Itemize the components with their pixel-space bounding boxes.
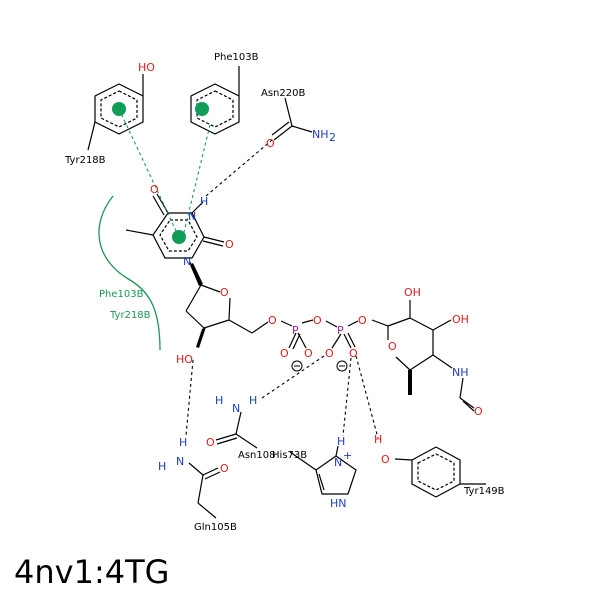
atom-ho-3prime: HO (176, 353, 193, 366)
atom-o-pa2: O (304, 347, 313, 360)
hbond-his73 (342, 357, 352, 437)
residue-label-asn220: Asn220B (261, 88, 305, 99)
atom-h-his73: H (337, 435, 345, 448)
atom-h-asn108-b: H (249, 394, 257, 407)
atom-n-asn108: N (232, 402, 240, 415)
atom-o-c2: O (225, 238, 234, 251)
hbond-asn220 (205, 139, 273, 197)
hydrophobic-label-tyr218: Tyr218B (109, 310, 151, 321)
atom-h-asn108-a: H (215, 394, 223, 407)
atom-n-gln105: N (176, 455, 184, 468)
residue-label-his73: His73B (272, 450, 307, 461)
atom-oh-c2: OH (404, 286, 421, 299)
residue-label-tyr149: Tyr149B (463, 486, 505, 497)
hydrophobic-contact-arc (98, 195, 161, 351)
hbond-gln105 (185, 359, 194, 437)
atom-o-asn108: O (206, 436, 215, 449)
atom-o-glycosidic: O (358, 314, 367, 327)
atom-n3: N (188, 210, 196, 223)
atom-nh-formyl: NH (452, 366, 469, 379)
atom-h-gln105: H (179, 436, 187, 449)
atom-oh-tyr218: HO (138, 61, 155, 74)
atom-plus-charge: + (343, 449, 352, 462)
atom-hn-his73: HN (330, 497, 347, 510)
diphosphate (280, 319, 389, 350)
pi-stack-phe103 (183, 124, 211, 233)
gln105-sidechain (188, 462, 221, 519)
atom-p-beta: P (337, 324, 344, 337)
atom-n-his73: N (334, 456, 342, 469)
atom-h-n3: H (200, 195, 208, 208)
residue-label-asn108: Asn108 (238, 450, 275, 461)
tyr218-ring (87, 74, 144, 151)
atom-o-pb2: O (349, 347, 358, 360)
atom-oh-c3: OH (452, 313, 469, 326)
atom-o-5prime: O (268, 314, 277, 327)
atom-o-asn220: O (266, 137, 275, 150)
negative-charge-markers (291, 360, 348, 372)
thymine-ring (125, 193, 225, 259)
hexose-ring (387, 300, 475, 412)
residue-label-phe103: Phe103B (214, 52, 259, 63)
residue-label-tyr218: Tyr218B (64, 155, 106, 166)
atom-h-tyr149: H (374, 433, 382, 446)
hbond-asn108 (261, 355, 325, 399)
atom-o-pb1: O (325, 347, 334, 360)
asn108-sidechain (215, 411, 258, 449)
pi-center-marker (195, 102, 209, 116)
atom-nh-asn220: NH (312, 128, 329, 141)
atom-o-gln105: O (220, 462, 229, 475)
atom-hn-gln105-h: H (158, 460, 166, 473)
atom-p-alpha: P (292, 324, 299, 337)
atom-o-formyl: O (474, 405, 483, 418)
tyr149-ring (394, 446, 486, 498)
his73-ring (289, 445, 357, 495)
atom-h2-subscript: 2 (329, 131, 336, 144)
diagram-title: 4nv1:4TG (14, 553, 169, 591)
atom-o-pa1: O (280, 347, 289, 360)
pi-stack-tyr218 (118, 108, 180, 238)
atom-o-hexose-ring: O (388, 340, 397, 353)
sugar-ring (185, 261, 269, 348)
pi-center-marker (172, 230, 186, 244)
atom-o-c4: O (150, 183, 159, 196)
phe103-ring (190, 66, 240, 135)
residue-label-gln105: Gln105B (194, 522, 237, 533)
atom-o-sugar-ring: O (220, 286, 229, 299)
hydrophobic-label-phe103: Phe103B (99, 289, 144, 300)
atom-n1: N (183, 255, 191, 268)
atom-o-tyr149: O (381, 453, 390, 466)
atom-o-bridge: O (313, 314, 322, 327)
asn220-sidechain (271, 97, 313, 141)
hbond-tyr149 (355, 355, 379, 439)
